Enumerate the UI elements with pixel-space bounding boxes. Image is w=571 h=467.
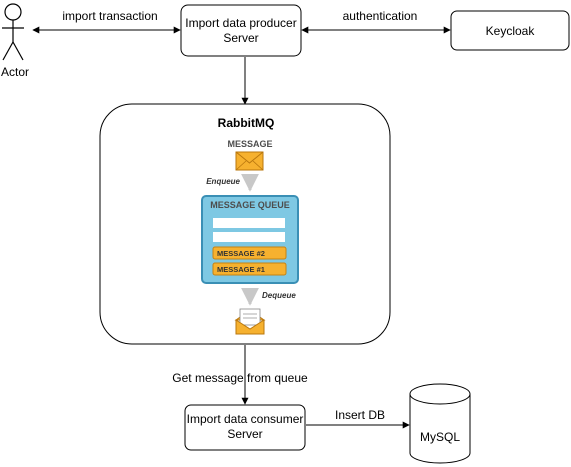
edge-rabbitmq-consumer-label: Get message from queue [172, 371, 308, 385]
queue-item-label: MESSAGE #1 [217, 265, 265, 274]
consumer-label-line2: Server [227, 427, 262, 441]
queue-slot-empty [213, 232, 285, 242]
enqueue-label: Enqueue [206, 177, 240, 186]
mysql-label: MySQL [420, 430, 460, 444]
edge-consumer-mysql-label: Insert DB [335, 408, 385, 422]
consumer-node [184, 404, 306, 451]
edge-producer-keycloak-label: authentication [343, 9, 418, 23]
mysql-node [409, 383, 471, 464]
rabbitmq-label: RabbitMQ [218, 116, 275, 130]
edge-actor-producer-label: import transaction [62, 9, 157, 23]
consumer-label-line1: Import data consumer [187, 412, 304, 426]
open-envelope-icon [234, 308, 266, 335]
producer-node [180, 4, 302, 57]
queue-item [212, 246, 287, 260]
message-label: MESSAGE [227, 139, 272, 149]
keycloak-node [450, 10, 570, 51]
producer-label-line2: Server [223, 31, 258, 45]
queue-slot-empty [213, 218, 285, 228]
message-queue-title: MESSAGE QUEUE [210, 200, 290, 210]
keycloak-label: Keycloak [486, 24, 536, 38]
producer-label-line1: Import data producer [185, 16, 296, 30]
dequeue-label: Dequeue [262, 291, 296, 300]
actor-figure [2, 3, 24, 61]
queue-item [212, 262, 287, 276]
actor-label: Actor [1, 65, 29, 79]
queue-item-label: MESSAGE #2 [217, 249, 265, 258]
envelope-icon [235, 151, 264, 171]
